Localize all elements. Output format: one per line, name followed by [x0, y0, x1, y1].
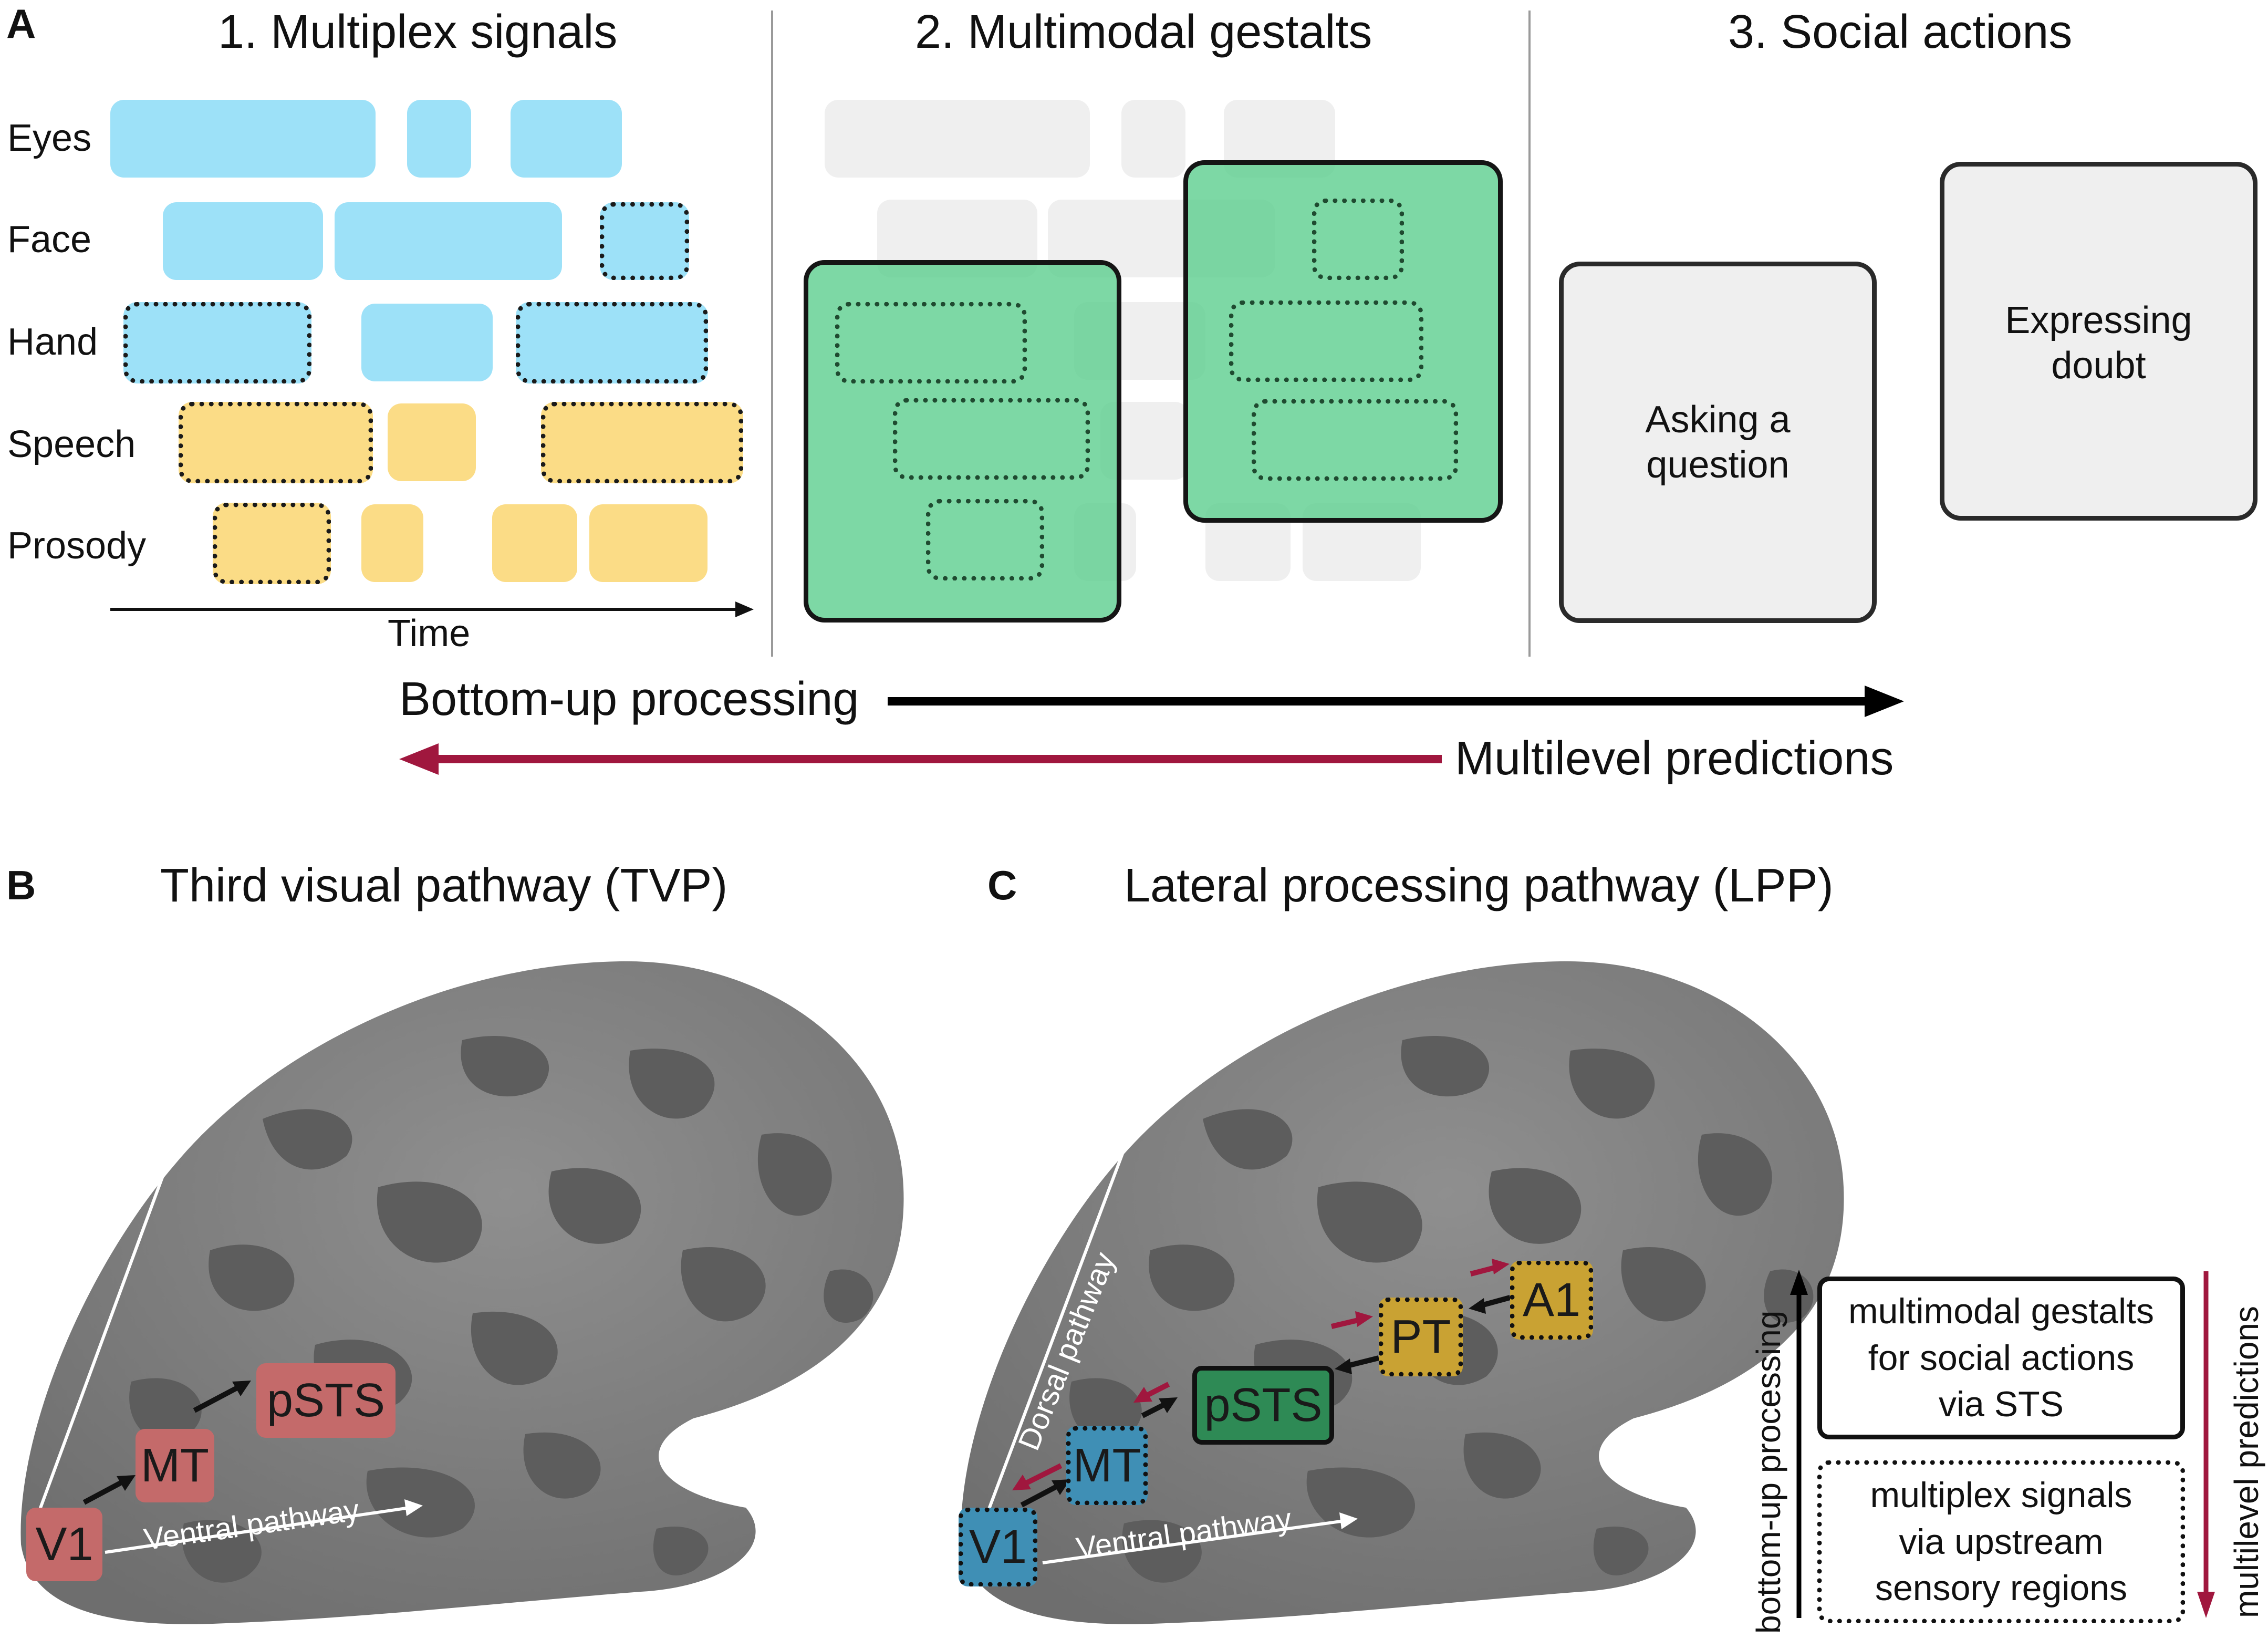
row-label-eyes: Eyes — [7, 117, 92, 159]
prosody-signal-bar — [492, 504, 577, 582]
gestalt-box-2 — [1183, 160, 1503, 523]
panel-a-letter: A — [6, 1, 36, 47]
speech-signal-bar — [388, 403, 476, 481]
bottom-up-axis-arrow — [1790, 1270, 1808, 1618]
panel-b-letter: B — [6, 862, 36, 908]
gestalt-component — [1229, 300, 1423, 382]
eyes-signal-bar — [511, 100, 622, 178]
panel-b-region-psts: pSTS — [256, 1363, 396, 1438]
eyes-signal-bar — [407, 100, 471, 178]
multiplex-signals-title: 1. Multiplex signals — [218, 6, 618, 58]
multimodal-gestalts-title: 2. Multimodal gestalts — [915, 6, 1372, 58]
row-label-face: Face — [7, 219, 92, 261]
time-axis — [110, 601, 754, 617]
prosody-signal-bar — [589, 504, 708, 582]
gestalt-component — [893, 398, 1090, 480]
legend-gestalts-box: multimodal gestalts for social actions v… — [1817, 1277, 2185, 1439]
hand-signal-bar-selected — [516, 302, 708, 383]
panel-c-region-mt: MT — [1066, 1426, 1148, 1505]
prosody-signal-bar-selected — [213, 503, 331, 584]
bottom-up-arrow — [888, 686, 1904, 717]
panel-b-title: Third visual pathway (TVP) — [160, 859, 728, 912]
time-label: Time — [388, 613, 471, 655]
separator-1 — [771, 11, 773, 657]
gestalt-component — [835, 302, 1027, 383]
gestalt-box-1 — [804, 260, 1121, 623]
panel-c-region-v1: V1 — [959, 1508, 1037, 1586]
separator-2 — [1528, 11, 1531, 657]
panel-c-region-pt: PT — [1379, 1298, 1463, 1376]
speech-signal-bar-selected — [179, 402, 373, 483]
multilevel-predictions-arrow — [399, 743, 1442, 775]
multilevel-predictions-label: Multilevel predictions — [1455, 732, 1894, 785]
row-label-hand: Hand — [7, 321, 98, 363]
asking-question-box: Asking a question — [1559, 262, 1877, 623]
panel-c-title: Lateral processing pathway (LPP) — [1124, 859, 1834, 912]
faded-signal-bar — [825, 100, 1090, 178]
gestalt-component — [1252, 399, 1458, 481]
panel-c-region-psts: pSTS — [1192, 1366, 1334, 1445]
face-signal-bar — [163, 202, 323, 280]
gestalt-component — [1312, 199, 1404, 280]
panel-b-region-mt: MT — [136, 1429, 214, 1502]
faded-signal-bar — [1121, 100, 1185, 178]
hand-signal-bar-selected — [123, 302, 311, 383]
brain-left — [20, 961, 904, 1624]
bottom-up-axis-label: bottom-up processing — [1750, 1310, 1787, 1634]
speech-signal-bar-selected — [541, 402, 743, 483]
row-label-speech: Speech — [7, 423, 136, 465]
hand-signal-bar — [361, 304, 493, 381]
gestalt-component — [926, 499, 1044, 580]
panel-b-region-v1: V1 — [26, 1508, 102, 1581]
prosody-signal-bar — [361, 504, 423, 582]
panel-c-letter: C — [987, 862, 1017, 908]
face-signal-bar-selected — [600, 202, 689, 280]
row-label-prosody: Prosody — [7, 525, 147, 567]
expressing-doubt-box: Expressing doubt — [1940, 162, 2257, 521]
predictions-axis-arrow — [2197, 1271, 2215, 1618]
eyes-signal-bar — [110, 100, 376, 178]
legend-multiplex-box: multiplex signals via upstream sensory r… — [1817, 1460, 2185, 1623]
face-signal-bar — [335, 202, 562, 280]
panel-c-region-a1: A1 — [1510, 1261, 1593, 1340]
predictions-axis-label: multilevel predictions — [2228, 1305, 2265, 1618]
bottom-up-processing-label: Bottom-up processing — [399, 673, 859, 725]
social-actions-title: 3. Social actions — [1728, 6, 2073, 58]
